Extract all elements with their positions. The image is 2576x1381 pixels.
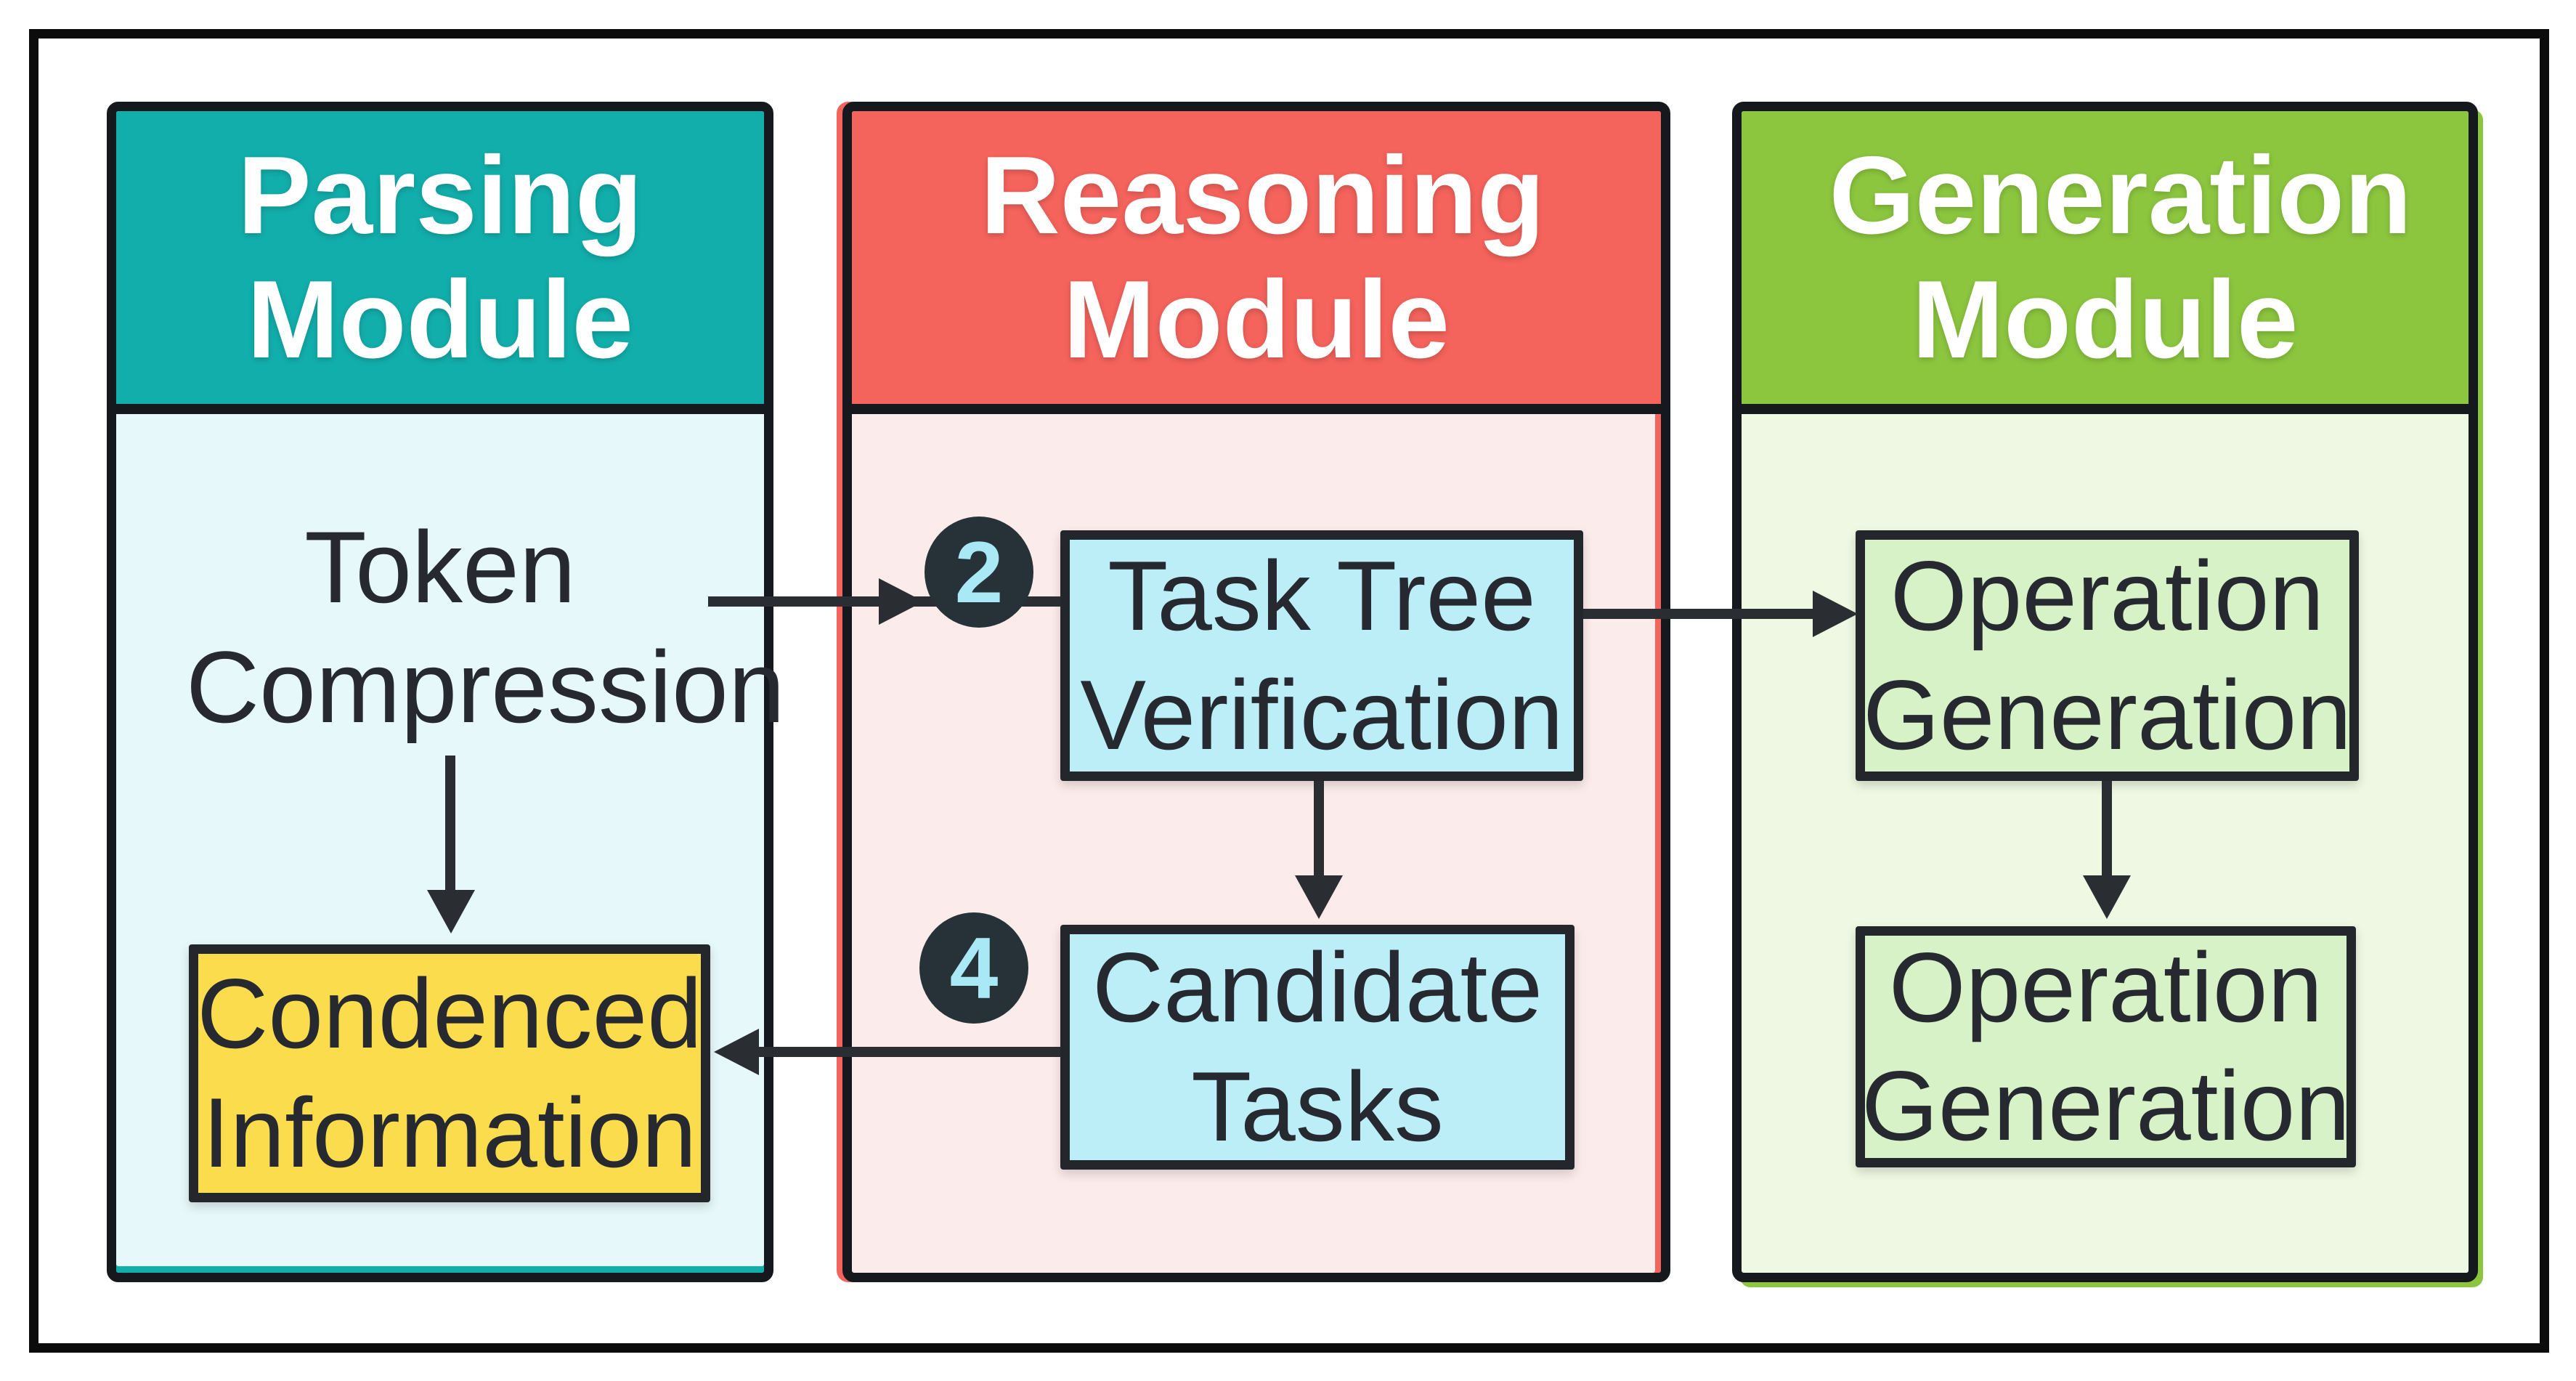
reasoning-module-title: Reasoning Module [980,134,1545,381]
panel-reasoning-module: Reasoning Module Task Tree Verification … [842,102,1670,1282]
arrow-token-to-condenced-head [427,890,475,934]
parsing-module-header: Parsing Module [116,111,764,414]
reasoning-module-header: Reasoning Module [852,111,1661,414]
arrow-candidate-to-condenced-line [757,1047,1060,1057]
arrow-token-to-verification-head [879,578,924,625]
panel-generation-module: Generation Module Operation Generation O… [1732,102,2478,1282]
node-task-tree-verification-label: Task Tree Verification [1080,540,1564,770]
arrow-verification-to-operation-head [1813,591,1858,637]
node-operation-generation-top-label: Operation Generation [1863,540,2352,770]
generation-module-header: Generation Module [1742,111,2469,414]
generation-module-title: Generation Module [1829,134,2412,381]
panel-parsing-module: Parsing Module Token Compression Condenc… [107,102,785,1282]
arrow-verification-to-candidate-line [1314,781,1324,875]
node-task-tree-verification: Task Tree Verification [1060,530,1583,781]
step-badge-2-number: 2 [954,523,1004,621]
arrow-verification-to-operation-line [1583,609,1814,619]
node-operation-generation-bottom: Operation Generation [1856,926,2356,1167]
step-badge-2: 2 [925,517,1033,628]
arrow-opgen-to-opgen-head [2083,875,2131,919]
arrow-token-to-condenced-line [445,756,455,890]
arrow-verification-to-candidate-head [1295,875,1343,919]
node-operation-generation-top: Operation Generation [1856,530,2359,781]
arrow-candidate-to-condenced-head [714,1029,759,1075]
step-badge-4: 4 [919,912,1028,1024]
diagram-outer-frame [29,29,2549,1353]
arrow-opgen-to-opgen-line [2102,781,2112,875]
node-operation-generation-bottom-label: Operation Generation [1861,931,2350,1161]
node-condenced-information: Condenced Information [189,944,710,1202]
node-candidate-tasks-label: Candidate Tasks [1092,932,1543,1162]
node-candidate-tasks: Candidate Tasks [1060,925,1575,1170]
parsing-module-title: Parsing Module [237,134,643,381]
node-token-compression: Token Compression [186,510,785,745]
step-badge-4-number: 4 [949,919,999,1017]
node-condenced-information-label: Condenced Information [197,958,702,1188]
